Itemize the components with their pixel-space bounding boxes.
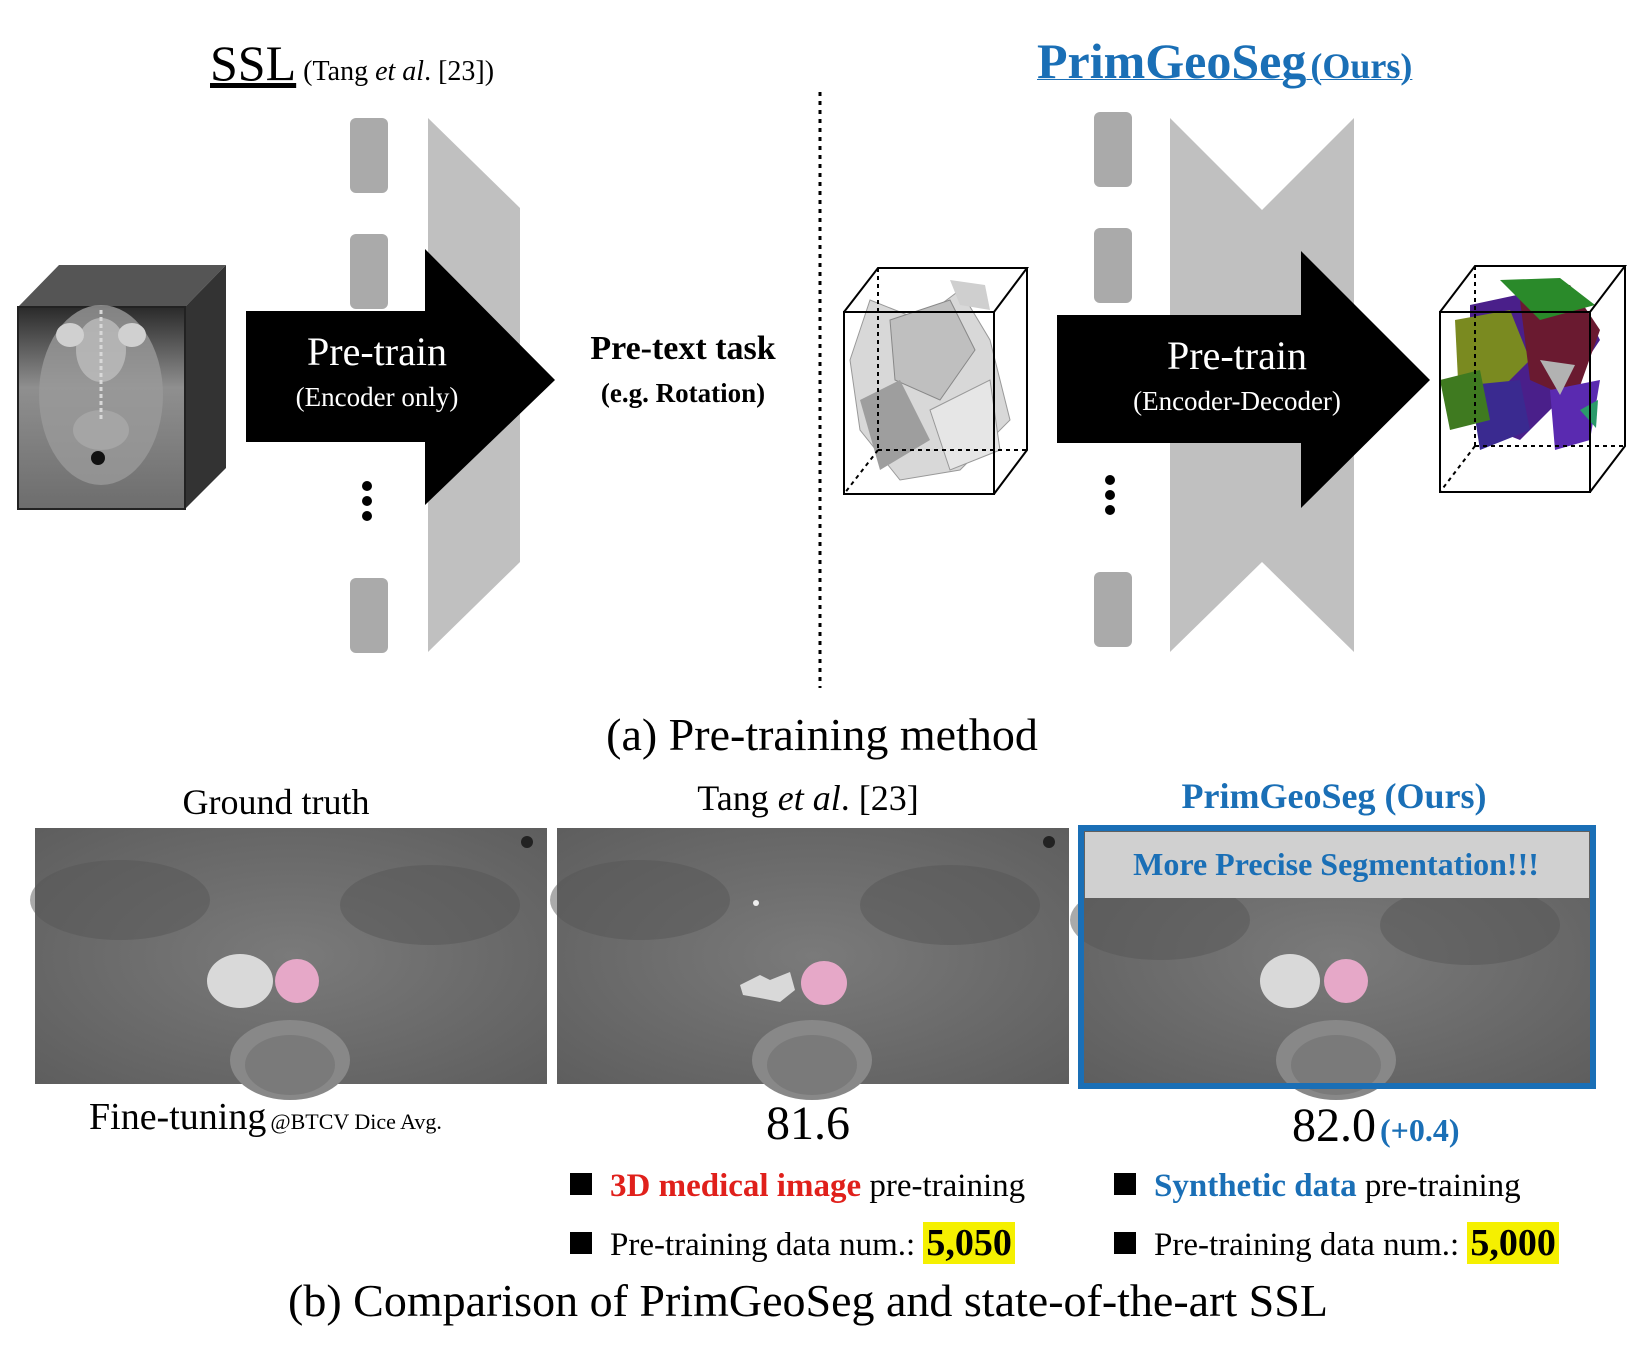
left-bullet-2: Pre-training data num.: 5,050 (570, 1222, 1015, 1264)
left-bullet-1: 3D medical image pre-training (570, 1170, 1025, 1203)
col-title-tang: Tang et al. [23] (697, 780, 918, 816)
ssl-cite-suffix: . [23]) (424, 56, 495, 87)
pretext-main: Pre-text task (590, 330, 776, 367)
ssl-title-block: SSL (Tang et al. [23]) (210, 38, 494, 88)
col2-suffix: . [23] (840, 778, 919, 818)
left-bullet1-em: 3D medical image (610, 1168, 862, 1204)
right-bullet1-em: Synthetic data (1154, 1168, 1357, 1204)
ours-suffix: (Ours) (1310, 46, 1413, 86)
pretext-sub: (e.g. Rotation) (600, 378, 766, 408)
score-ours-block: 82.0 (+0.4) (1292, 1102, 1460, 1150)
arrow-right-main: Pre-train (1167, 333, 1307, 378)
vertical-ellipsis-icon (362, 481, 372, 521)
bullet-square-icon (570, 1232, 592, 1255)
wireframe-cube-gray-icon (843, 267, 1029, 495)
score-ours: 82.0 (1292, 1099, 1376, 1152)
ct-volume-cube-icon (17, 265, 226, 510)
arrow-left-main: Pre-train (307, 329, 447, 374)
caption-a: (a) Pre-training method (606, 709, 1038, 760)
arrow-right-sub: (Encoder-Decoder) (1133, 386, 1341, 416)
bullet-square-icon (570, 1173, 592, 1196)
left-bullet2-label: Pre-training data num.: (610, 1227, 924, 1263)
right-arrow-icon-2 (1057, 251, 1430, 508)
col-title-ours: PrimGeoSeg (Ours) (1181, 776, 1487, 816)
precise-banner: More Precise Segmentation!!! (1133, 846, 1539, 882)
right-bullet-2: Pre-training data num.: 5,000 (1114, 1222, 1559, 1264)
decoder-layer-blocks (1094, 112, 1132, 647)
ours-title-block: PrimGeoSeg (Ours) (1037, 36, 1412, 86)
right-bullet2-value: 5,000 (1467, 1222, 1559, 1264)
caption-b: (b) Comparison of PrimGeoSeg and state-o… (288, 1275, 1328, 1326)
bullet-square-icon (1114, 1232, 1136, 1255)
right-bullet2-label: Pre-training data num.: (1154, 1227, 1468, 1263)
ssl-title: SSL (210, 35, 297, 91)
wireframe-cube-color-icon (1439, 265, 1628, 493)
right-bullet-1: Synthetic data pre-training (1114, 1170, 1521, 1203)
finetune-metric: @BTCV Dice Avg. (270, 1109, 442, 1134)
col2-prefix: Tang (697, 778, 778, 818)
left-bullet2-value: 5,050 (923, 1222, 1015, 1264)
finetune-label: Fine-tuning (89, 1096, 267, 1138)
ssl-cite-prefix: (Tang (303, 56, 376, 87)
ours-title: PrimGeoSeg (1037, 33, 1307, 89)
col2-italic: et al (777, 778, 841, 818)
score-tang: 81.6 (766, 1097, 850, 1150)
finetune-label-block: Fine-tuning @BTCV Dice Avg. (89, 1098, 442, 1136)
col-title-ground-truth: Ground truth (182, 782, 370, 822)
ct-slice-tang (550, 828, 1069, 1100)
right-arrow-icon (246, 249, 555, 505)
encoder-layer-blocks (350, 118, 388, 653)
vertical-ellipsis-icon-right (1105, 475, 1115, 515)
ssl-cite-italic: et al (375, 56, 425, 87)
arrow-left-sub: (Encoder only) (295, 382, 459, 412)
right-bullet1-rest: pre-training (1356, 1168, 1521, 1204)
ct-slice-ground-truth (30, 828, 547, 1100)
bullet-square-icon (1114, 1173, 1136, 1196)
score-delta: (+0.4) (1380, 1112, 1460, 1148)
ct-slice-ours (1070, 825, 1596, 1100)
left-bullet1-rest: pre-training (861, 1168, 1026, 1204)
